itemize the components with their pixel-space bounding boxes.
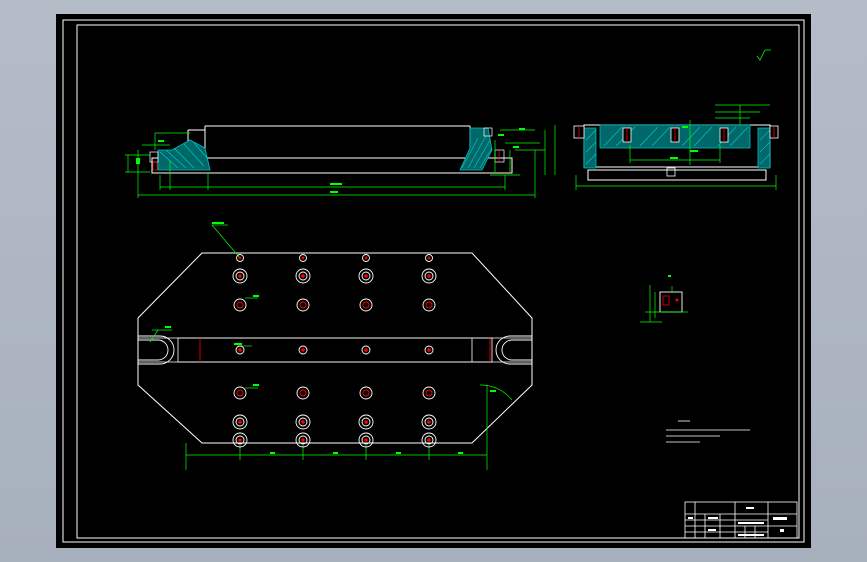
left-u-slot [138,335,175,365]
mounting-hole [236,254,244,262]
mounting-hole [421,268,437,284]
mounting-hole [422,298,436,312]
mounting-hole [422,386,436,400]
mounting-hole [232,414,248,430]
roughness-symbol [756,49,771,61]
detail-view [640,275,688,323]
plan-view [137,222,533,470]
mounting-hole [233,298,247,312]
mounting-hole [424,345,434,355]
mounting-hole [362,254,370,262]
mounting-hole [421,432,437,448]
hole-pattern [232,254,437,448]
inner-border [76,24,800,539]
mounting-hole [296,386,310,400]
mounting-hole [233,386,247,400]
technical-notes [666,420,750,443]
front-section-view [125,125,556,198]
mounting-hole [359,386,373,400]
mounting-hole [361,345,371,355]
mounting-hole [358,432,374,448]
mounting-hole [425,254,433,262]
mounting-hole [295,432,311,448]
right-section-hatch [459,127,505,171]
center-rail [177,337,493,363]
mounting-hole [232,432,248,448]
mounting-hole [295,268,311,284]
mounting-hole [359,298,373,312]
mounting-hole [299,254,307,262]
title-block [684,501,798,539]
mounting-hole [358,414,374,430]
outer-border [62,19,805,543]
mounting-hole [232,268,248,284]
mounting-hole [421,414,437,430]
mounting-hole [296,298,310,312]
mounting-hole [358,268,374,284]
right-u-slot [495,335,532,365]
left-section-hatch [149,139,211,171]
mounting-hole [298,345,308,355]
mounting-hole [295,414,311,430]
mounting-hole [235,345,245,355]
side-section-view [573,104,779,190]
